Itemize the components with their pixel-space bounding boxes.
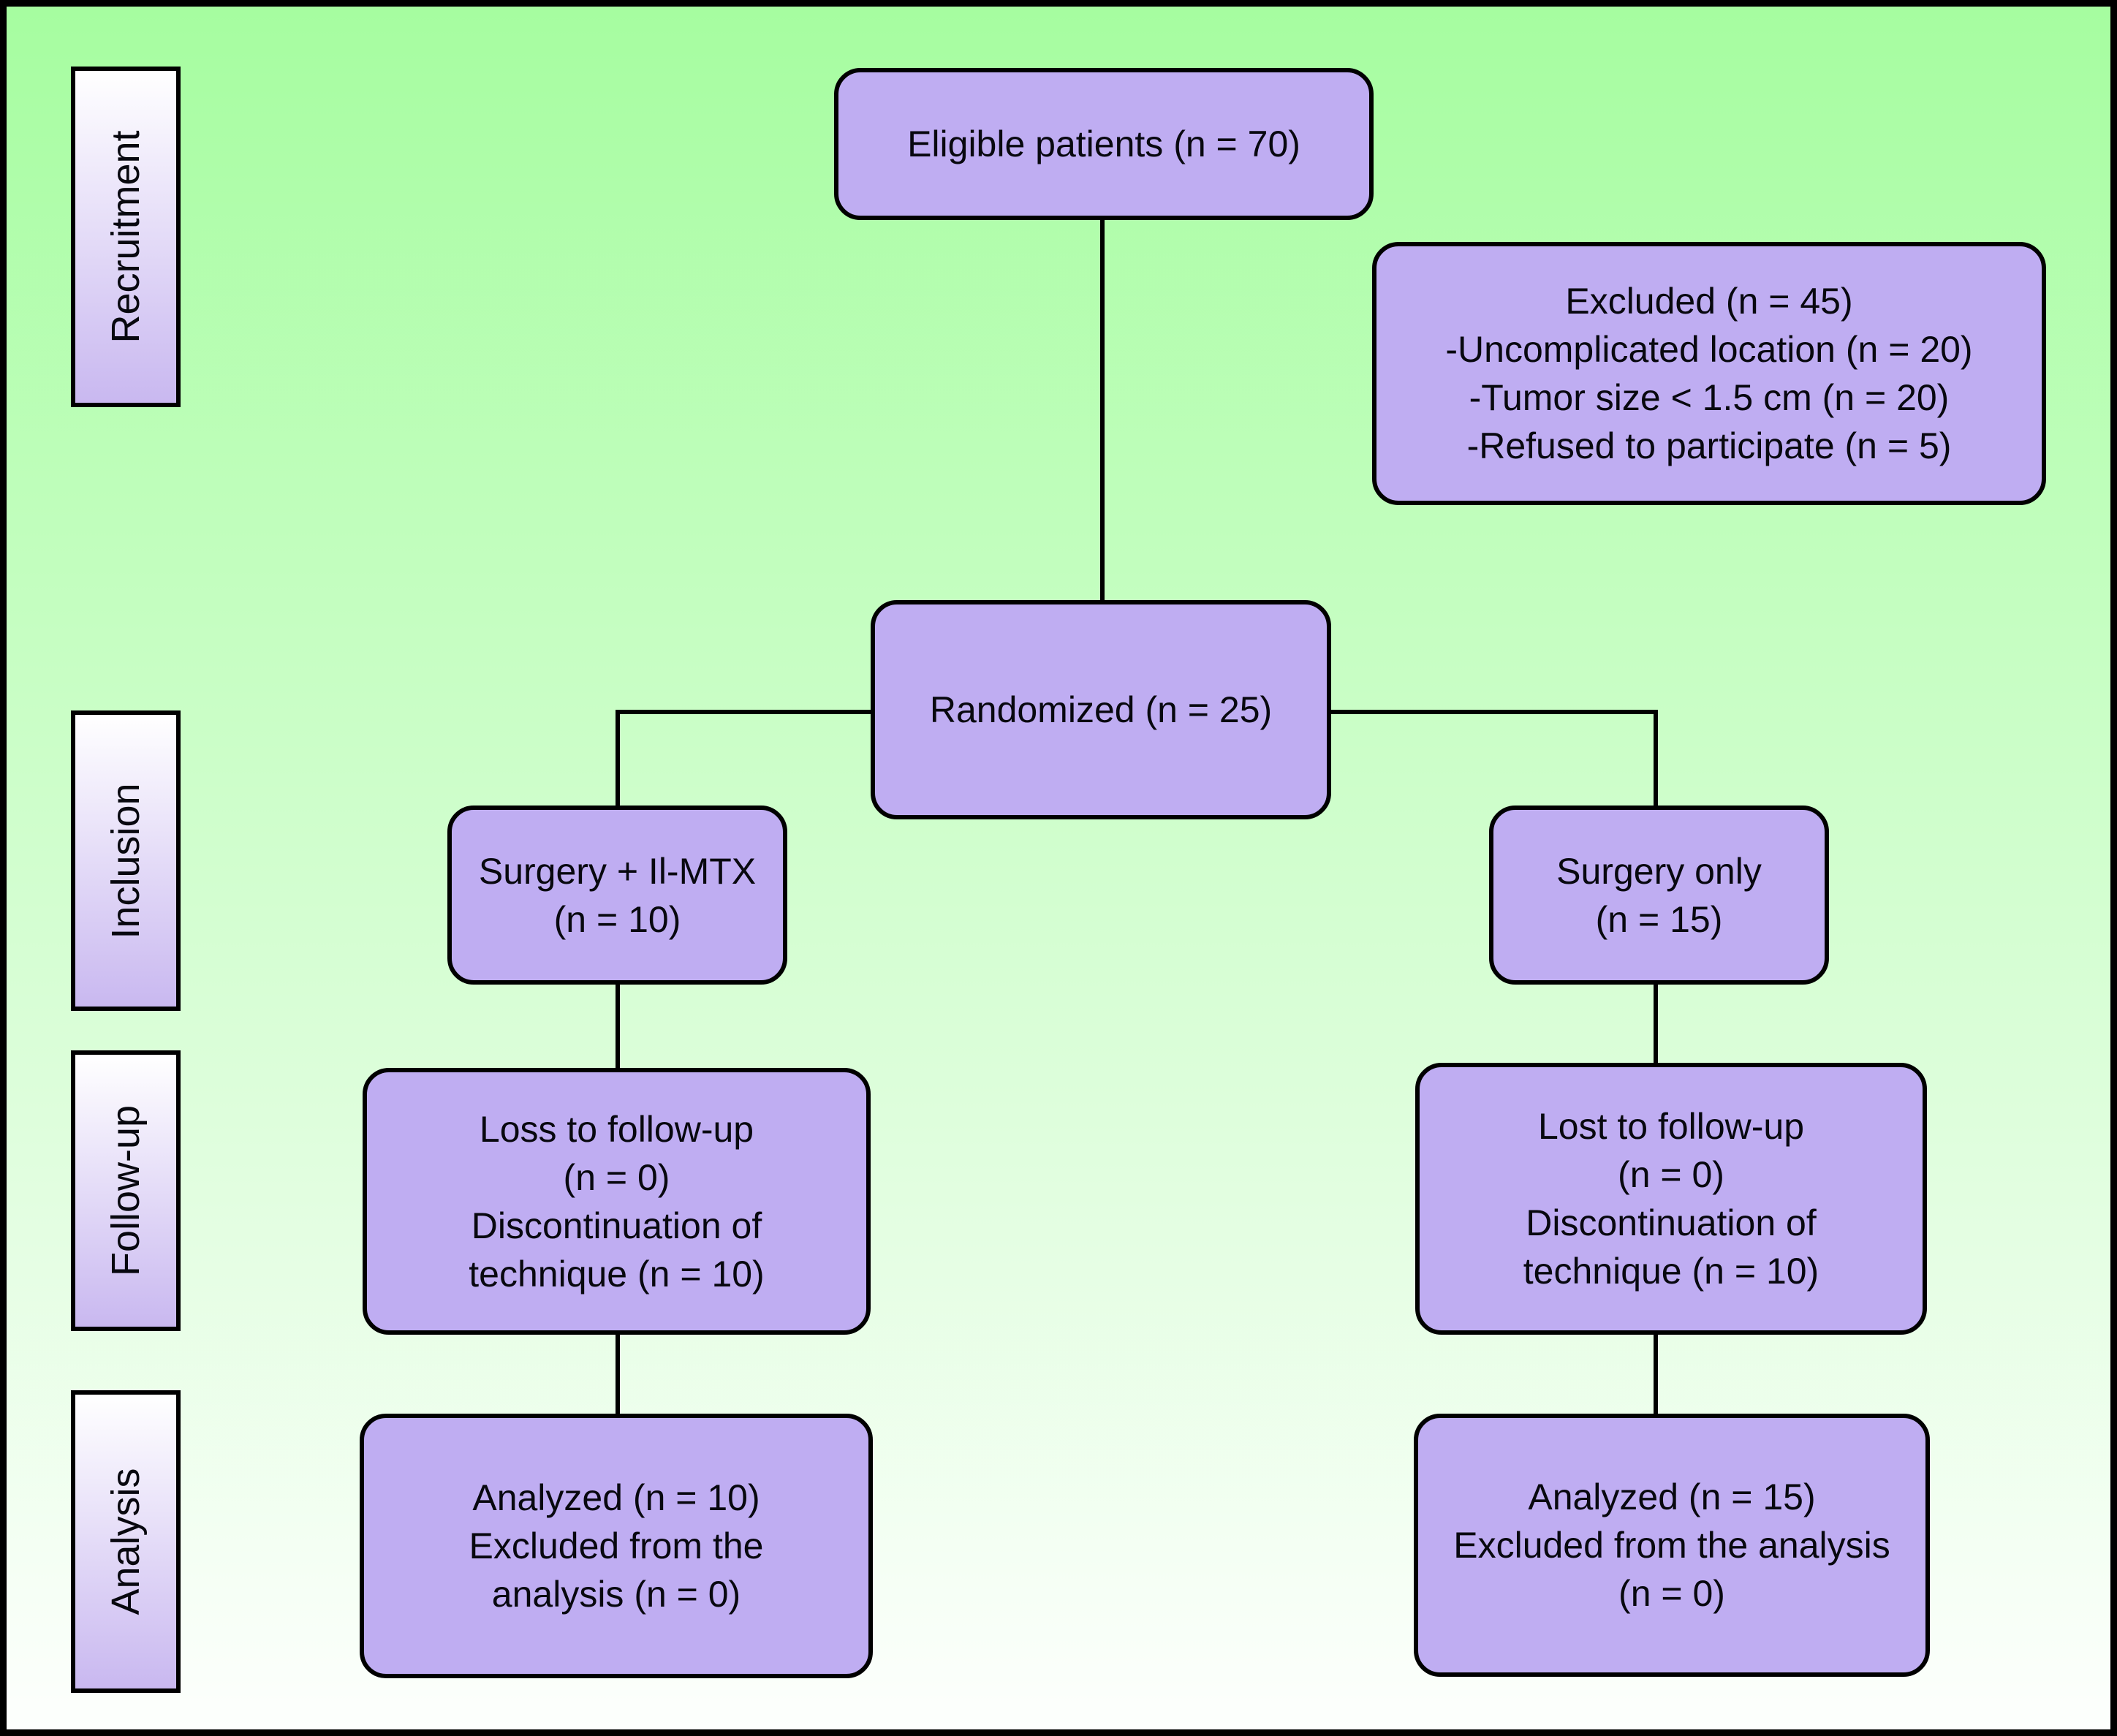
stage-label-analysis: Analysis (71, 1390, 181, 1693)
stage-label-text: Follow-up (104, 1104, 148, 1277)
flow-box-line: Discontinuation of (1526, 1202, 1817, 1243)
flow-box-line: Analyzed (n = 10) (472, 1477, 760, 1518)
flow-box-line: (n = 0) (563, 1156, 670, 1198)
connector-randomized-right-horizontal (1331, 710, 1656, 714)
flow-box-line: analysis (n = 0) (491, 1574, 741, 1615)
connector-arm-to-followup-right (1654, 985, 1658, 1063)
flow-box-line: Excluded from the analysis (1453, 1525, 1890, 1566)
flow-box-line: -Uncomplicated location (n = 20) (1445, 329, 1973, 370)
stage-label-recruitment: Recruitment (71, 67, 181, 407)
connector-randomized-left-vertical (616, 710, 620, 806)
flow-box-line: Excluded from the (469, 1525, 764, 1566)
flow-box-line: Surgery only (1556, 850, 1762, 892)
flow-box-line: (n = 0) (1618, 1154, 1724, 1195)
flow-box-line: Randomized (n = 25) (929, 689, 1273, 730)
stage-label-followup: Follow-up (71, 1050, 181, 1331)
stage-label-text: Inclusion (104, 782, 148, 939)
eligible-patients-box: Eligible patients (n = 70) (834, 68, 1374, 220)
surgery-only-box: Surgery only (n = 15) (1489, 806, 1829, 985)
stage-label-text: Recruitment (104, 130, 148, 344)
flow-box-line: Surgery + Il-MTX (478, 850, 757, 892)
stage-label-inclusion: Inclusion (71, 710, 181, 1011)
flow-box-line: Analyzed (n = 15) (1528, 1477, 1816, 1517)
connector-randomized-left-horizontal (616, 710, 871, 714)
excluded-box: Excluded (n = 45) -Uncomplicated locatio… (1372, 242, 2046, 505)
stage-label-text: Analysis (104, 1468, 148, 1615)
flow-box-line: Loss to follow-up (479, 1108, 754, 1150)
connector-eligible-to-randomized (1100, 220, 1105, 600)
flow-box-line: technique (n = 10) (1523, 1251, 1819, 1292)
flow-box-line: (n = 15) (1595, 898, 1723, 940)
connector-randomized-right-vertical (1654, 710, 1658, 806)
flow-box-line: -Tumor size < 1.5 cm (n = 20) (1469, 377, 1950, 418)
flow-box-line: (n = 10) (553, 898, 681, 940)
connector-followup-to-analysis-left (616, 1335, 620, 1414)
flow-box-line: (n = 0) (1618, 1573, 1725, 1614)
followup-right-box: Lost to follow-up (n = 0) Discontinuatio… (1415, 1063, 1927, 1335)
connector-arm-to-followup-left (616, 985, 620, 1068)
flow-box-line: Discontinuation of (471, 1205, 762, 1246)
analyzed-right-box: Analyzed (n = 15) Excluded from the anal… (1414, 1414, 1930, 1677)
flow-box-line: -Refused to participate (n = 5) (1466, 425, 1952, 466)
analyzed-left-box: Analyzed (n = 10) Excluded from the anal… (360, 1414, 873, 1678)
randomized-box: Randomized (n = 25) (871, 600, 1331, 819)
flow-box-line: Eligible patients (n = 70) (907, 124, 1300, 164)
followup-left-box: Loss to follow-up (n = 0) Discontinuatio… (363, 1068, 871, 1335)
flow-box-line: Excluded (n = 45) (1565, 281, 1853, 322)
flow-box-line: technique (n = 10) (469, 1253, 765, 1295)
flow-box-line: Lost to follow-up (1537, 1106, 1805, 1147)
connector-followup-to-analysis-right (1654, 1335, 1658, 1414)
surgery-il-mtx-box: Surgery + Il-MTX (n = 10) (447, 806, 787, 985)
